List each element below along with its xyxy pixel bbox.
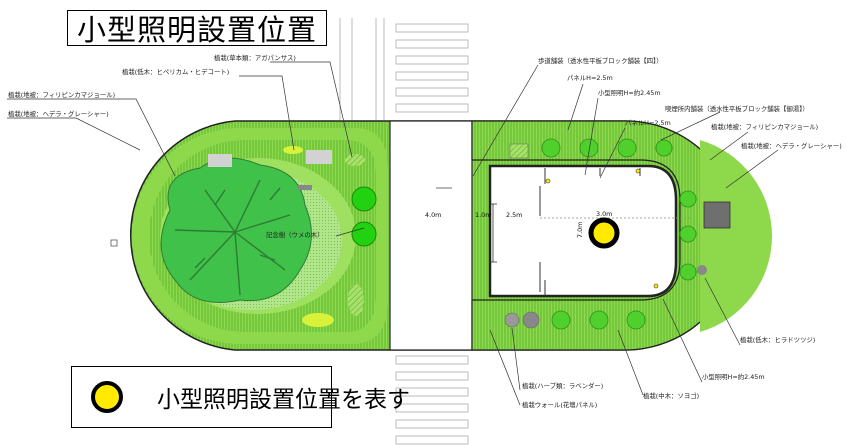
label-panel-top: パネルH=2.5m (567, 74, 613, 82)
label-agapanthus: 植栽(草本類：アガパンサス) (214, 53, 296, 62)
page-title: 小型照明設置位置 (67, 10, 327, 47)
stone-3 (298, 185, 312, 190)
label-phyllostachys-right: 植栽(地被：フィリピンカマジョール) (711, 122, 818, 131)
hypericum-patch (345, 154, 365, 166)
label-lavender: 植栽(ハーブ類：ラベンダー) (522, 381, 603, 390)
dimension-7m: 7.0m (576, 222, 584, 238)
leader-lines (7, 61, 779, 406)
shrubs-right-column (679, 190, 697, 281)
lavender-2 (522, 311, 540, 329)
agapanthus-patch (283, 146, 303, 154)
crosswalk-bottom (395, 355, 469, 445)
smoking-plaza (488, 164, 678, 298)
bottom-patch-2 (348, 284, 364, 316)
label-flower-wall: 植栽ウォール(花壇パネル) (522, 400, 597, 409)
stone-1 (208, 154, 232, 167)
panels-top (539, 168, 641, 296)
bottom-patch-1 (302, 313, 334, 327)
paving-patch-top (509, 143, 529, 159)
label-ilex: 植栽(中木：ソヨゴ) (643, 391, 699, 400)
label-hedera-left: 植栽(地被：ヘデラ・グレーシャー) (8, 109, 109, 118)
lavender-1 (504, 312, 520, 328)
dimension-1m: 1.0m (475, 211, 491, 219)
label-small-light-top: 小型照明H=約2.45m (598, 88, 661, 97)
shrubs-bottom-row (551, 310, 646, 330)
label-plaza-paving: 喫煙所内舗装（透水性平板ブロック舗装【御湯】） (665, 104, 809, 113)
dimension-ticks (489, 203, 690, 263)
legend-label: 小型照明設置位置を表す (157, 387, 410, 413)
square-pad (703, 201, 731, 229)
label-azalea: 植栽(低木：ヒラドツツジ) (740, 335, 815, 344)
memorial-tree-2 (351, 221, 377, 247)
legend: 小型照明設置位置を表す (71, 366, 410, 428)
legend-light-icon (91, 381, 123, 413)
label-hypericum: 植栽(低木：ヒペリカム・ヒデコート) (122, 67, 229, 76)
dimension-3m: 3.0m (596, 210, 612, 218)
dimension-4m: 4.0m (425, 211, 441, 219)
label-panel-right: パネルH=2.5m (625, 119, 671, 127)
small-light-markers (545, 168, 659, 289)
label-walkway-paving: 歩道舗装（透水性平板ブロック舗装【四】） (538, 56, 663, 65)
label-memorial-tree: 記念樹（ウメの木） (266, 230, 324, 239)
tree-canopy (160, 157, 312, 303)
dimension-2-5m: 2.5m (506, 211, 522, 219)
label-phyllostachys-left: 植栽(地被：フィリピンカマジョール) (8, 90, 115, 99)
memorial-tree-1 (351, 186, 377, 212)
walkway (389, 120, 473, 351)
small-marker-left (110, 239, 118, 247)
shrubs-top-row (541, 138, 673, 158)
crosswalk-top (339, 18, 469, 120)
grey-shrub-right (697, 265, 707, 275)
label-small-light-bottom: 小型照明H=約2.45m (702, 372, 765, 381)
right-outer-lawn (700, 140, 772, 332)
label-hedera-right: 植栽(地被：ヘデラ・グレーシャー) (741, 141, 842, 150)
stone-2 (306, 150, 332, 164)
small-light-position (588, 217, 620, 249)
